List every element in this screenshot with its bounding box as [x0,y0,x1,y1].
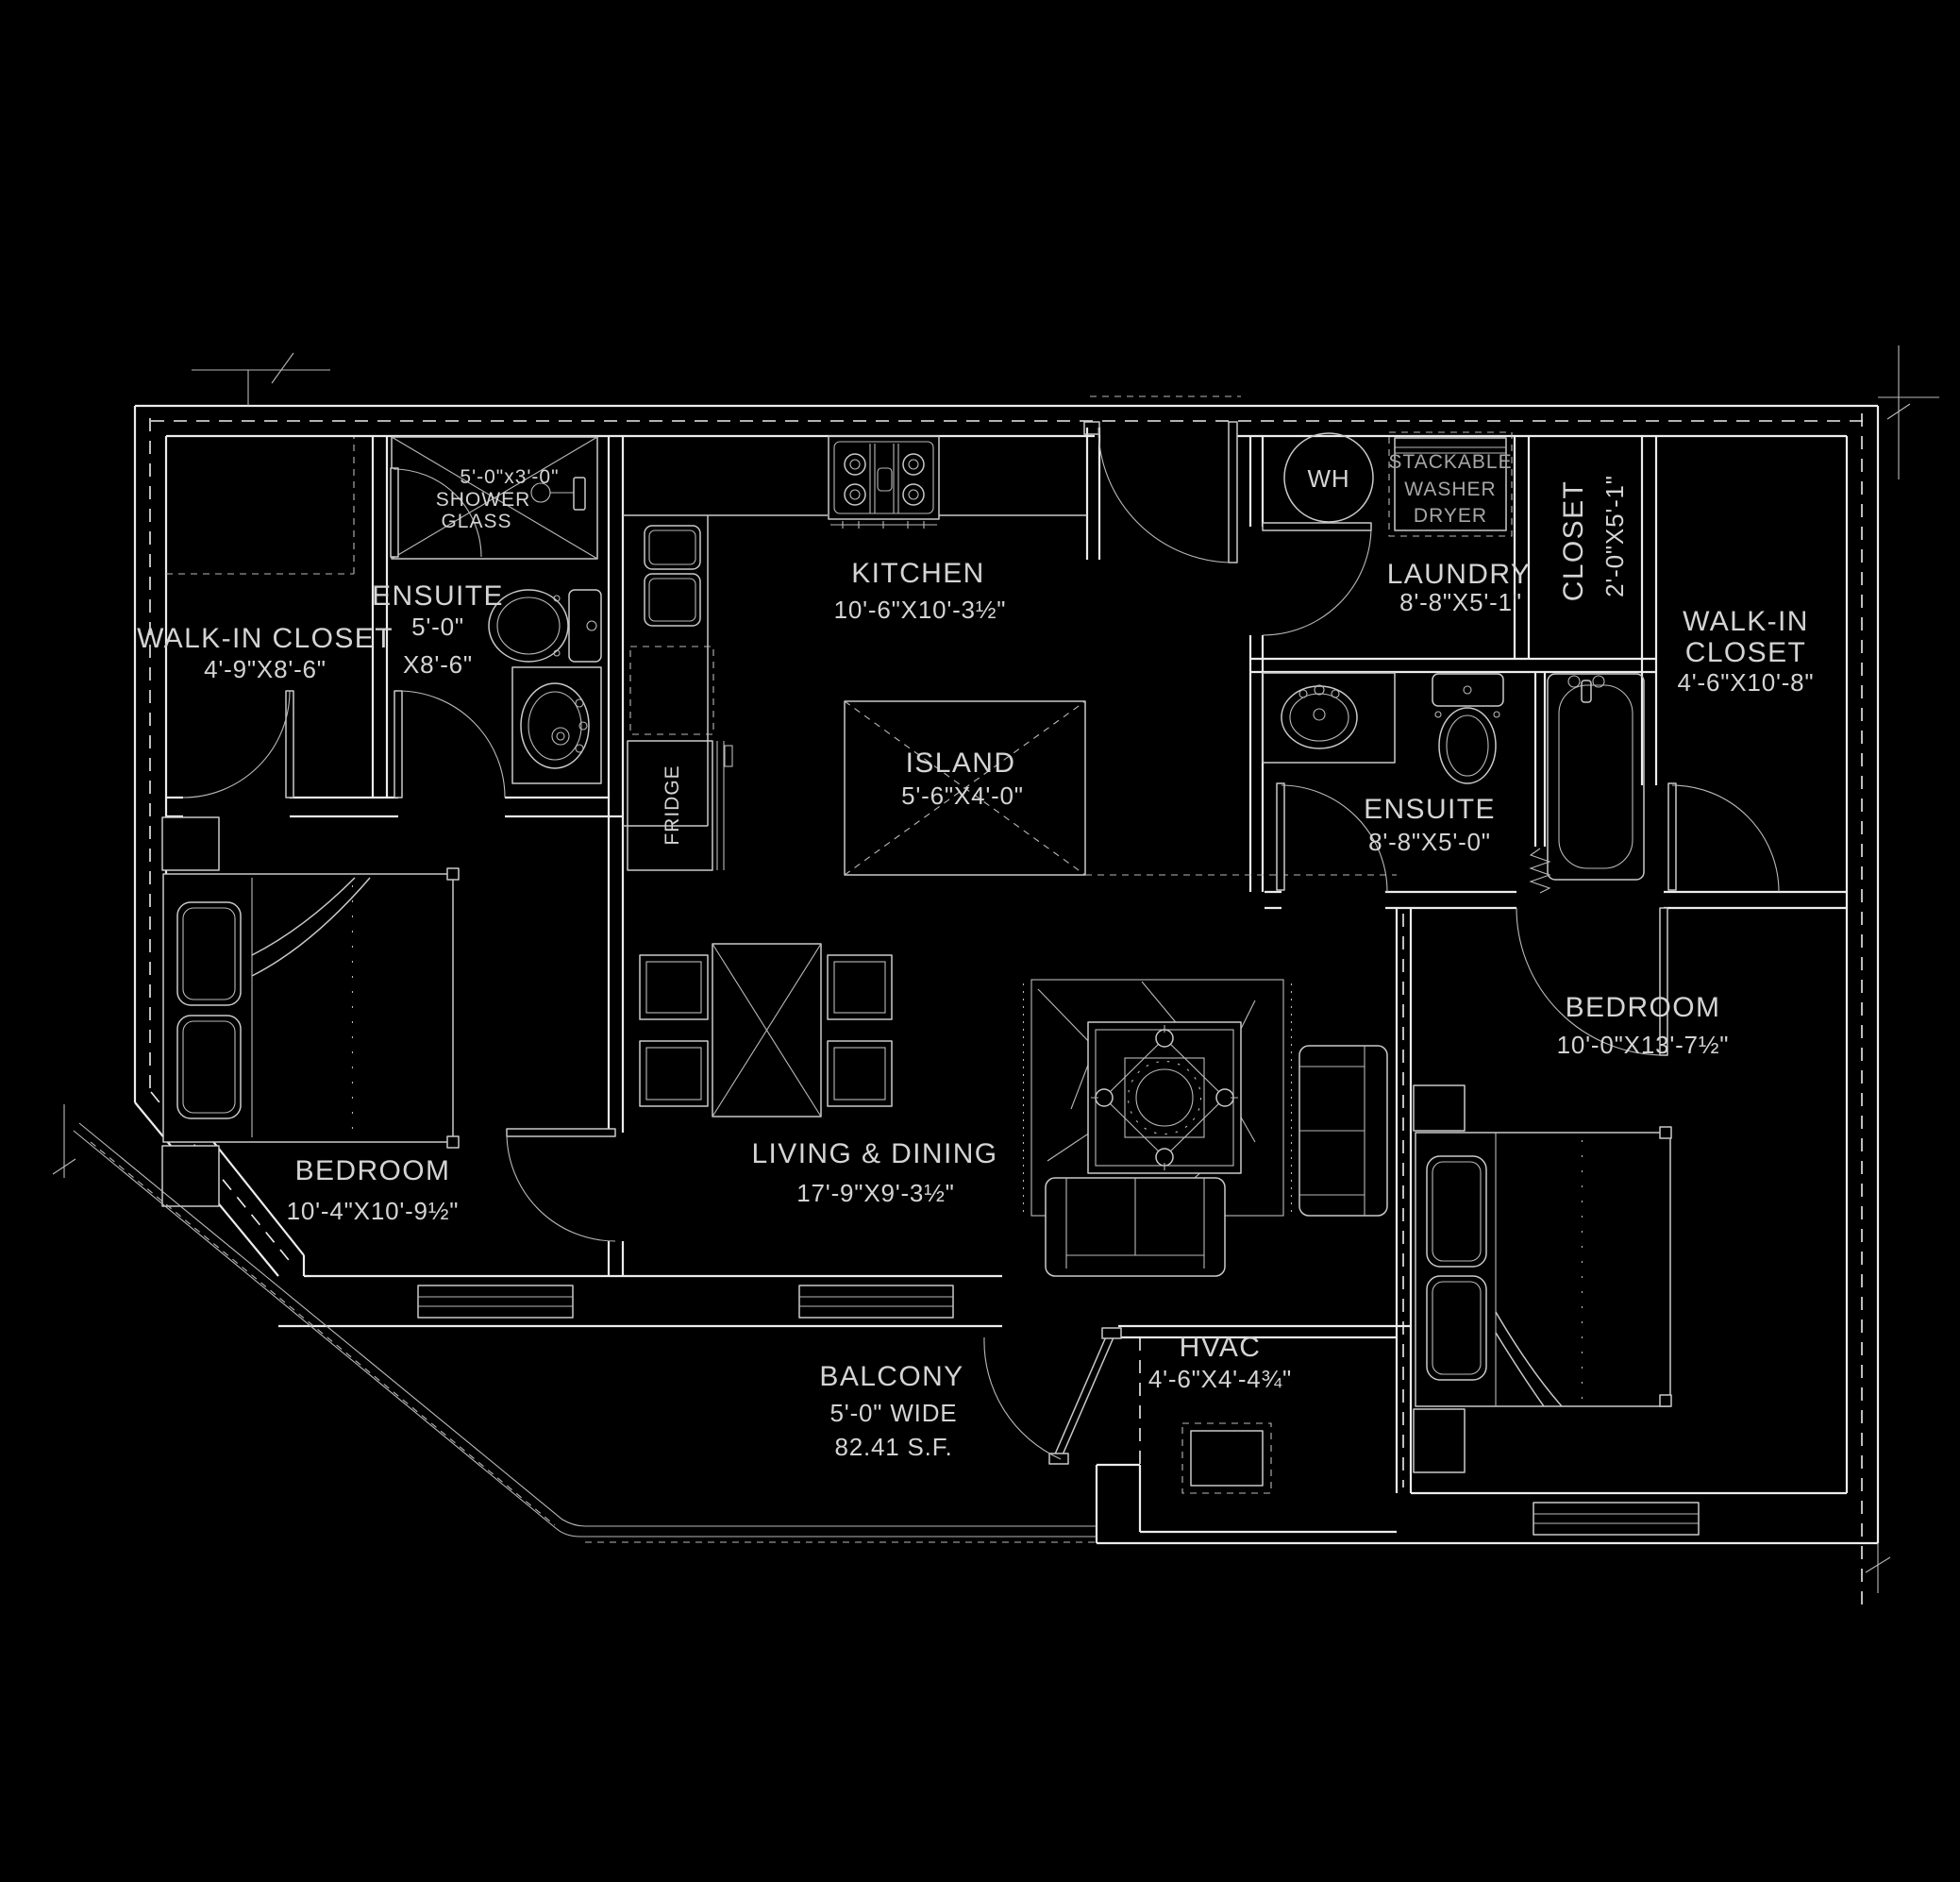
kitchen-island [844,700,1397,876]
laundry-area: WH STACKABLE WASHER DRYER [1262,431,1513,636]
laundry-door-swing [1262,522,1372,636]
kitchen-dim: 10'-6"X10'-3½" [834,596,1007,624]
ensuite1-dim-2: X8'-6" [403,650,473,679]
living-label: LIVING & DINING [751,1138,997,1169]
nightstand-icon [161,816,220,871]
laundry-dim: 8'-8"X5'-1" [1399,588,1522,616]
balcony-door-swing [983,1327,1122,1465]
kitchen-sink-icon [644,525,701,627]
washer-label-2: WASHER [1404,479,1496,500]
window [798,1285,954,1319]
hvac-label: HVAC [1180,1332,1262,1363]
bedroom-1 [161,816,616,1242]
walkin2-label-1: WALK-IN [1683,606,1809,637]
fridge-icon: FRIDGE [627,740,733,871]
wall-break-icon [52,345,1939,1593]
closet-label: CLOSET [1558,480,1589,601]
bed-icon [162,867,460,1149]
balcony-railing [73,1122,1097,1543]
fridge-label: FRIDGE [662,765,683,845]
washer-label-3: DRYER [1414,505,1487,527]
room-labels: 5'-0"x3'-0" SHOWER GLASS ENSUITE 5'-0" X… [137,466,1814,1461]
entry-door-swing [1083,421,1238,563]
balcony-label: BALCONY [819,1361,963,1392]
walkin-closet-1 [166,437,355,798]
living-dining-area [639,943,1388,1277]
dining-chair-icon [639,954,893,1107]
bedroom2-label: BEDROOM [1566,992,1721,1023]
hvac-area [1181,1422,1272,1494]
bedroom2-dim: 10'-0"X13'-7½" [1557,1031,1730,1059]
shower-curtain-icon [1529,848,1551,894]
bed-icon [1415,1126,1672,1407]
bedroom1-label: BEDROOM [295,1155,451,1186]
walkin1-label: WALK-IN CLOSET [137,623,394,654]
bedroom1-dim: 10'-4"X10'-9½" [287,1197,460,1225]
nightstand-icon [1413,1084,1466,1132]
toilet-icon [488,589,602,663]
ensuite2-dim: 8'-8"X5'-0" [1368,828,1491,856]
washer-label-1: STACKABLE [1388,451,1512,473]
hvac-unit-icon [1181,1422,1272,1494]
walkin1-door-swing [182,690,294,798]
loveseat-icon [1298,1045,1388,1217]
kitchen-label: KITCHEN [851,558,984,589]
bedroom2-door-swing [1516,907,1668,1056]
hvac-dim: 4'-6"X4'-4¾" [1148,1365,1292,1393]
bedroom1-door-swing [506,1128,616,1242]
walkin2-door-swing [1667,782,1780,893]
hvac-unit-inner [1190,1430,1264,1487]
water-heater-label: WH [1308,464,1350,493]
bedroom-2 [1413,907,1672,1473]
closet-dim: 2'-0"X5'-1" [1600,475,1629,597]
balcony-dim-1: 5'-0" WIDE [830,1399,958,1427]
bathroom-sink-2-icon [1262,672,1396,764]
bathtub-icon [1529,673,1645,894]
water-heater-icon: WH [1283,432,1374,523]
walkin1-dim: 4'-9"X8'-6" [204,655,327,683]
windows [417,1285,1700,1536]
island-label: ISLAND [906,748,1016,779]
coffee-table-icon [1087,1021,1242,1174]
walkin2-label-2: CLOSET [1685,637,1806,668]
balcony-area [73,1122,1122,1543]
exterior-and-interior-walls [133,395,1880,1605]
kitchen-area: FRIDGE [623,435,1397,876]
window [417,1285,574,1319]
balcony-dim-2: 82.41 S.F. [834,1433,952,1461]
shower-label-2: GLASS [441,511,511,532]
ensuite1-dim-1: 5'-0" [411,613,464,641]
nightstand-icon [1413,1408,1466,1473]
ensuite2-door-swing [1276,782,1388,893]
window [1533,1502,1700,1536]
nightstand-icon [161,1145,220,1207]
stove-icon [828,435,940,529]
shower-icon [390,436,598,560]
dishwasher-icon [629,646,714,735]
shower-label-dim: 5'-0"x3'-0" [460,466,559,488]
ensuite1-label: ENSUITE [372,580,504,612]
laundry-label: LAUNDRY [1387,559,1532,590]
washer-dryer-icon: STACKABLE WASHER DRYER [1388,431,1513,537]
ensuite2-label: ENSUITE [1364,794,1496,825]
shower-label-1: SHOWER [436,489,531,511]
ensuite1-door-swing [394,690,506,798]
island-dim: 5'-6"X4'-0" [901,781,1024,810]
toilet-2-icon [1432,673,1504,784]
ensuite-1 [390,436,602,798]
sofa-icon [1045,1177,1226,1277]
bathroom-sink-icon [511,666,602,784]
ensuite-2 [1262,672,1780,894]
walkin2-dim: 4'-6"X10'-8" [1678,668,1815,697]
dining-table-icon [712,943,822,1117]
living-dim: 17'-9"X9'-3½" [796,1179,954,1207]
